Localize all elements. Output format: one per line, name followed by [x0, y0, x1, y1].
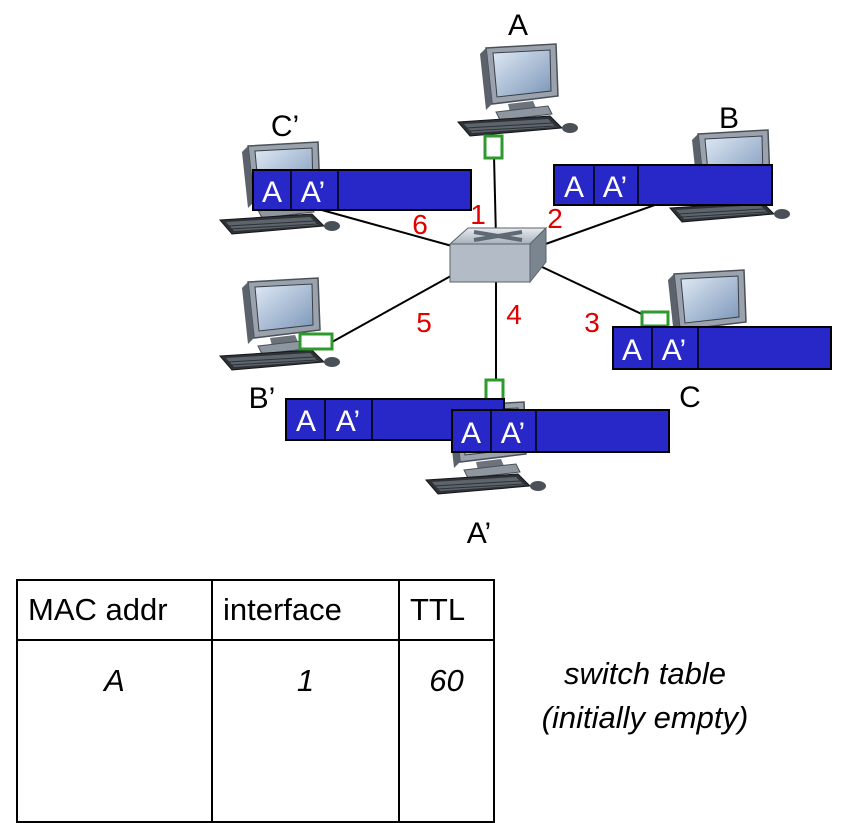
frame-src: A: [622, 334, 642, 367]
computer-icon-a: [457, 43, 579, 137]
frame-src: A: [564, 171, 584, 204]
caption-line-2: (initially empty): [541, 700, 749, 735]
port-label-6: 6: [412, 209, 428, 240]
switch-table: MAC addr interface TTL A 1 60: [16, 579, 495, 823]
frame-dst: A’: [662, 334, 686, 367]
frame-dst: A’: [501, 417, 525, 450]
table-row: A 1 60: [16, 639, 495, 823]
link-port-3: [539, 265, 651, 319]
host-label-b-prime: B’: [249, 382, 276, 415]
frame-dst: A’: [603, 171, 627, 204]
port-label-2: 2: [547, 203, 563, 234]
frame-at-c-prime: A A’: [252, 169, 472, 211]
header-interface: interface: [211, 579, 400, 641]
frame-dst: A’: [301, 176, 325, 209]
switch-table-header-row: MAC addr interface TTL: [16, 579, 495, 641]
host-label-a: A: [508, 9, 528, 42]
port-label-5: 5: [416, 307, 432, 338]
frame-at-b: A A’: [553, 164, 773, 206]
frame-at-c: A A’: [612, 326, 832, 370]
port-label-1: 1: [470, 199, 486, 230]
host-label-c: C: [679, 381, 701, 414]
host-label-c-prime: C’: [271, 110, 299, 143]
interface-connector-c: [640, 310, 670, 328]
interface-connector-b-prime: [298, 332, 334, 351]
frame-src: A: [262, 176, 282, 209]
frame-at-a-prime: A A’: [451, 409, 670, 453]
cell-mac: A: [16, 639, 213, 823]
frame-dst: A’: [336, 405, 360, 438]
computer-icon-b-prime: [219, 277, 341, 371]
port-label-4: 4: [506, 299, 522, 330]
header-mac-addr: MAC addr: [16, 579, 213, 641]
frame-src: A: [296, 405, 316, 438]
network-diagram: A B C C’ B’ A’ 1 2 3 4 5 6 A A’ A A’ A A…: [219, 9, 832, 550]
switch-table-caption: switch table (initially empty): [520, 652, 770, 740]
caption-line-1: switch table: [564, 656, 726, 691]
link-port-5: [331, 271, 459, 343]
frame-src: A: [461, 417, 481, 450]
cell-interface: 1: [211, 639, 400, 823]
cell-ttl: 60: [398, 639, 495, 823]
host-label-b: B: [719, 102, 739, 135]
link-port-1: [493, 155, 497, 239]
port-label-3: 3: [584, 307, 600, 338]
interface-connector-a: [483, 134, 504, 160]
host-label-a-prime: A’: [467, 517, 491, 550]
header-ttl: TTL: [398, 579, 495, 641]
switch-icon: [448, 226, 548, 284]
